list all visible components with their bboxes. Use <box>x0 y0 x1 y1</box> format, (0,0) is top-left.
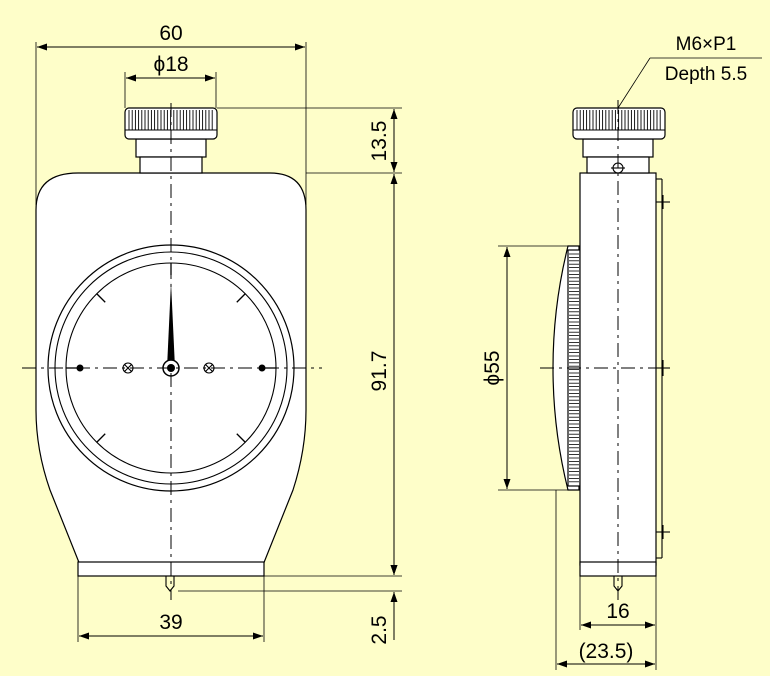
dim-width-label: 60 <box>159 22 182 45</box>
thread-leader <box>617 57 651 109</box>
dim-needle-label: 2.5 <box>368 615 391 644</box>
side-cap-knurl-lines <box>573 110 665 131</box>
dim-height-label: 91.7 <box>368 351 391 392</box>
dim-total-thickness-label: (23.5) <box>579 640 634 663</box>
dim-thickness-label: 16 <box>606 600 629 623</box>
side-screw-top-icon <box>656 195 670 209</box>
thread-depth-label: Depth 5.5 <box>665 64 747 85</box>
side-view: M6×P1 Depth 5.5 ϕ55 16 (23.5) <box>481 34 762 670</box>
dial-dot-right <box>258 364 266 372</box>
cap-knurl-lines <box>125 110 217 131</box>
bezel-knurl-lines <box>569 253 579 483</box>
dim-dial-dia-label: ϕ55 <box>481 350 504 385</box>
side-screw-bottom-icon <box>656 525 670 539</box>
dim-cap-height-label: 13.5 <box>368 121 391 162</box>
thread-label: M6×P1 <box>676 34 737 55</box>
indenter-tip <box>165 576 175 592</box>
front-view: 60 ϕ18 13.5 91.7 2.5 39 <box>22 22 402 645</box>
dim-cap-dia-label: ϕ18 <box>153 53 188 76</box>
dim-base-width-label: 39 <box>159 611 182 634</box>
